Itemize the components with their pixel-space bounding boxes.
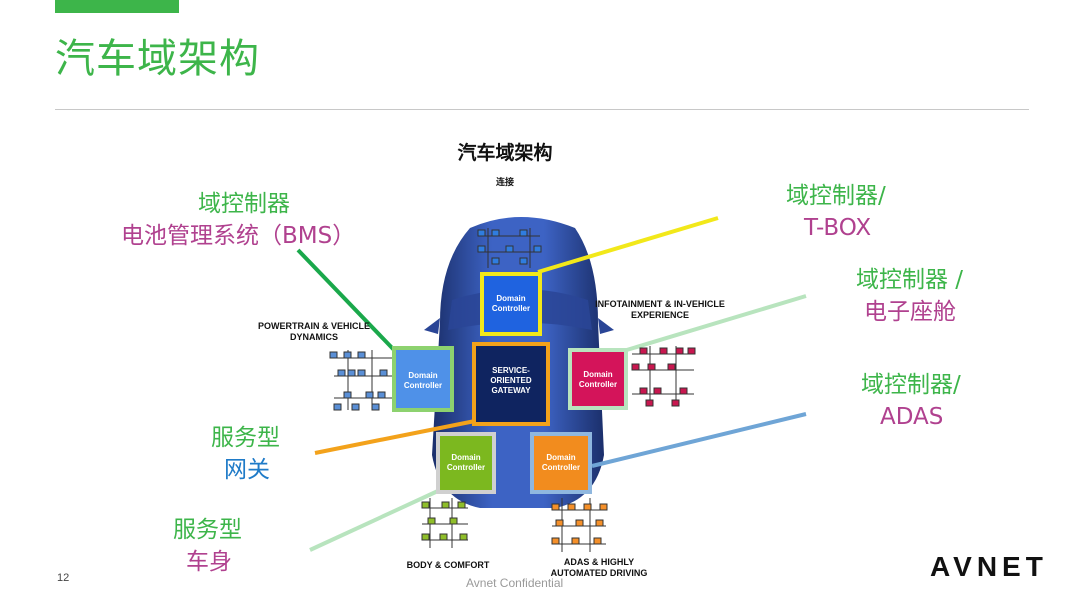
gateway-callout-subtitle: 网关 [224,457,270,483]
car-mirror-right [598,318,614,334]
body-callout-subtitle: 车身 [186,549,232,575]
gateway-label: SERVICE-ORIENTED GATEWAY [490,366,532,395]
infotainment-controller-label: Domain Controller [578,370,618,389]
infotainment-caption: INFOTAINMENT & IN-VEHICLE EXPERIENCE [595,299,725,320]
car-mirror-left [424,318,440,334]
gateway-callout-title: 服务型 [211,425,280,451]
avnet-logo: AVNET [930,551,1048,582]
tbox-callout-subtitle: T-BOX [804,215,872,241]
tbox-connector [537,216,719,274]
infotainment-controller-frame [568,348,628,410]
powertrain-controller-frame [392,346,454,412]
body-callout-title: 服务型 [173,517,242,543]
adas-controller-label: Domain Controller [541,453,581,472]
adas-sensor-tree [551,498,608,552]
bms-callout-subtitle: 电池管理系统（BMS） [121,223,356,249]
powertrain-sensor-tree [329,350,392,411]
body-controller-label: Domain Controller [446,453,486,472]
diagram-title: 汽车域架构 [457,142,553,164]
cockpit-callout-subtitle: 电子座舱 [864,299,956,325]
accent-bar [55,0,179,13]
adas-controller-frame [530,432,592,494]
adas-callout-subtitle: ADAS [880,404,944,430]
confidential-notice: Avnet Confidential [466,576,564,590]
diagram-subtitle: 连接 [495,178,514,188]
tbox-callout-title: 域控制器/ [786,183,886,209]
bms-callout-title: 域控制器 [198,191,290,217]
tbox-controller-label: Domain Controller [491,294,531,313]
page-number: 12 [57,572,70,584]
body-connector [309,488,441,552]
body-sensor-tree [421,498,468,548]
adas-caption: ADAS & HIGHLY AUTOMATED DRIVING [550,557,648,578]
infotainment-sensor-tree [631,346,696,407]
body-controller-frame [436,432,496,494]
cockpit-callout-title: 域控制器 / [856,267,964,293]
tbox-controller-frame [480,272,542,336]
body-caption: BODY & COMFORT [406,560,490,570]
gateway-connector [314,418,481,455]
powertrain-caption: POWERTRAIN & VEHICLE DYNAMICS [257,321,370,342]
adas-connector [591,412,807,468]
adas-callout-title: 域控制器/ [861,372,961,398]
slide-title: 汽车域架构 [55,36,260,82]
bms-connector [296,248,398,354]
powertrain-controller-label: Domain Controller [403,371,443,390]
front-sensor-tree [477,228,542,268]
cockpit-connector [619,294,807,354]
gateway-frame [472,342,550,426]
title-divider [55,109,1029,110]
